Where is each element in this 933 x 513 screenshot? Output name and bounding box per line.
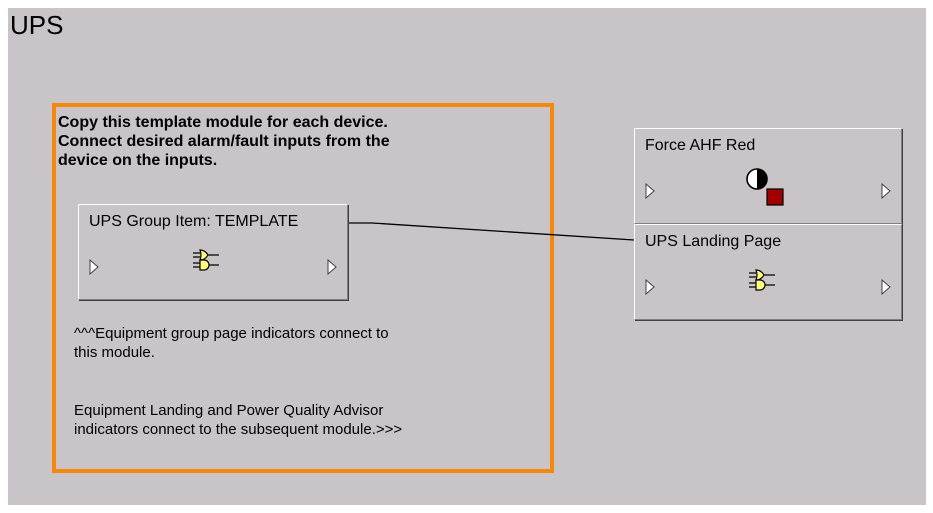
template-instructions: Copy this template module for each devic… — [58, 113, 548, 170]
input-arrow-icon[interactable] — [89, 259, 99, 275]
input-arrow-icon[interactable] — [645, 279, 655, 295]
instruction-line: device on the inputs. — [58, 152, 218, 169]
instruction-line: Copy this template module for each devic… — [58, 114, 388, 131]
group-page-note: ^^^Equipment group page indicators conne… — [74, 324, 389, 362]
template-group-box — [52, 103, 554, 473]
module-force-ahf-red[interactable]: Force AHF Red — [634, 128, 902, 224]
output-arrow-icon[interactable] — [327, 259, 337, 275]
note-line: indicators connect to the subsequent mod… — [74, 421, 403, 438]
module-label: UPS Landing Page — [645, 233, 782, 250]
module-ups-group-item[interactable]: UPS Group Item: TEMPLATE — [78, 204, 348, 300]
module-label: UPS Group Item: TEMPLATE — [89, 213, 299, 230]
half-circle-indicator-icon — [746, 168, 784, 206]
module-label: Force AHF Red — [645, 137, 756, 154]
note-line: ^^^Equipment group page indicators conne… — [74, 325, 389, 342]
output-arrow-icon[interactable] — [881, 279, 891, 295]
input-arrow-icon[interactable] — [645, 183, 655, 199]
note-line: this module. — [74, 344, 155, 361]
page-title: UPS — [10, 10, 64, 40]
logic-gates-icon — [749, 269, 775, 291]
logic-gates-icon — [193, 249, 219, 271]
instruction-line: Connect desired alarm/fault inputs from … — [58, 133, 390, 150]
output-arrow-icon[interactable] — [881, 183, 891, 199]
landing-note: Equipment Landing and Power Quality Advi… — [74, 401, 402, 439]
note-line: Equipment Landing and Power Quality Advi… — [74, 402, 384, 419]
module-ups-landing-page[interactable]: UPS Landing Page — [634, 224, 902, 320]
